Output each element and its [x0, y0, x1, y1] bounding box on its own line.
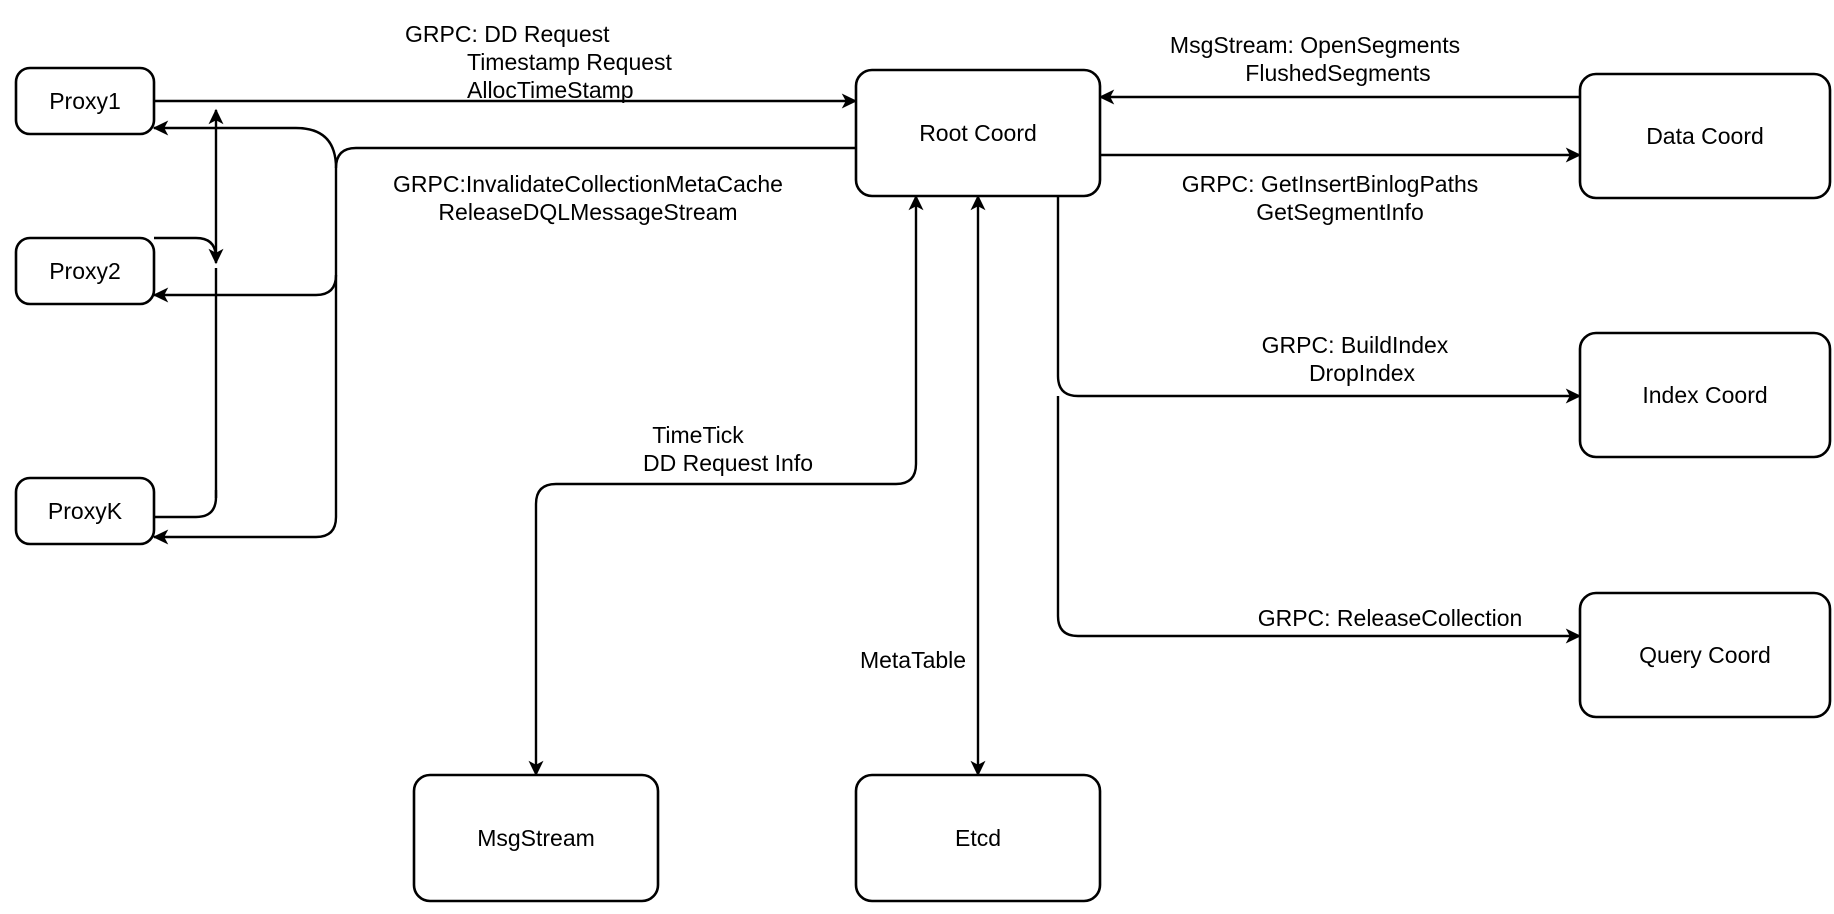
edge-label-line: Timestamp Request [467, 49, 673, 75]
edge-label-line: GRPC: ReleaseCollection [1258, 605, 1523, 631]
node-indexcoord[interactable]: Index Coord [1578, 331, 1832, 459]
edge-rootcoord-to-proxy-bus [152, 146, 856, 545]
node-querycoord-box[interactable] [1578, 591, 1832, 719]
node-proxyk-label: ProxyK [48, 498, 123, 524]
node-proxyk[interactable]: ProxyK [14, 476, 156, 546]
node-querycoord[interactable]: Query Coord [1578, 591, 1832, 719]
node-proxy1[interactable]: Proxy1 [14, 66, 156, 136]
node-rootcoord-box[interactable] [854, 68, 1102, 198]
edge-label-line: GRPC: BuildIndex [1262, 332, 1449, 358]
edge-label-line: DD Request Info [643, 450, 813, 476]
node-proxy2-box[interactable] [14, 236, 156, 306]
edge-label-line: TimeTick [652, 422, 744, 448]
node-proxy1-label: Proxy1 [49, 88, 121, 114]
edge-label-rootcoord-to-msgstream: TimeTick DD Request Info [643, 422, 813, 476]
edge-label-line: GRPC: GetInsertBinlogPaths [1182, 171, 1479, 197]
edge-label-rootcoord-to-querycoord: GRPC: ReleaseCollection [1258, 605, 1523, 631]
node-rootcoord[interactable]: Root Coord [854, 68, 1102, 198]
node-datacoord[interactable]: Data Coord [1578, 72, 1832, 200]
edge-label-rootcoord-to-indexcoord: GRPC: BuildIndex DropIndex [1262, 332, 1449, 386]
node-datacoord-label: Data Coord [1646, 123, 1764, 149]
edge-label-line: FlushedSegments [1245, 60, 1430, 86]
edge-rootcoord-trunk-lower [1056, 396, 1582, 644]
edge-rootcoord-to-msgstream [528, 194, 924, 777]
edge-label-proxy-to-rootcoord: GRPC: DD Request Timestamp Request Alloc… [405, 21, 673, 103]
edge-label-line: GetSegmentInfo [1256, 199, 1424, 225]
node-etcd-label: Etcd [955, 825, 1001, 851]
edge-bus-to-proxy2 [152, 274, 338, 303]
edge-label-line: AllocTimeStamp [467, 77, 634, 103]
node-proxy1-box[interactable] [14, 66, 156, 136]
edge-label-line: MetaTable [860, 647, 966, 673]
edge-proxyk-trunk-elbow [154, 490, 218, 519]
node-proxy2[interactable]: Proxy2 [14, 236, 156, 306]
edge-label-line: GRPC:InvalidateCollectionMetaCache [393, 171, 783, 197]
edge-label-line: MsgStream: OpenSegments [1170, 32, 1460, 58]
edge-label-rootcoord-to-etcd: MetaTable [860, 647, 966, 673]
node-querycoord-label: Query Coord [1639, 642, 1771, 668]
node-etcd[interactable]: Etcd [854, 773, 1102, 903]
node-proxyk-box[interactable] [14, 476, 156, 546]
node-msgstream-label: MsgStream [477, 825, 595, 851]
edge-label-line: ReleaseDQLMessageStream [438, 199, 737, 225]
edge-bus-to-proxy1 [152, 120, 338, 169]
node-rootcoord-label: Root Coord [919, 120, 1037, 146]
node-indexcoord-box[interactable] [1578, 331, 1832, 459]
edge-proxy2-to-trunk [154, 236, 224, 265]
node-msgstream[interactable]: MsgStream [412, 773, 660, 903]
node-msgstream-box[interactable] [412, 773, 660, 903]
edge-label-rootcoord-to-datacoord: GRPC: GetInsertBinlogPaths GetSegmentInf… [1182, 171, 1479, 225]
edge-label-rootcoord-to-proxy: GRPC:InvalidateCollectionMetaCache Relea… [393, 171, 783, 225]
edge-label-line: DropIndex [1309, 360, 1416, 386]
node-datacoord-box[interactable] [1578, 72, 1832, 200]
edge-label-datacoord-to-rootcoord: MsgStream: OpenSegments FlushedSegments [1170, 32, 1460, 86]
edge-label-line: GRPC: DD Request [405, 21, 610, 47]
node-indexcoord-label: Index Coord [1642, 382, 1767, 408]
node-proxy2-label: Proxy2 [49, 258, 121, 284]
edge-rootcoord-right-trunk [1056, 196, 1582, 404]
node-etcd-box[interactable] [854, 773, 1102, 903]
